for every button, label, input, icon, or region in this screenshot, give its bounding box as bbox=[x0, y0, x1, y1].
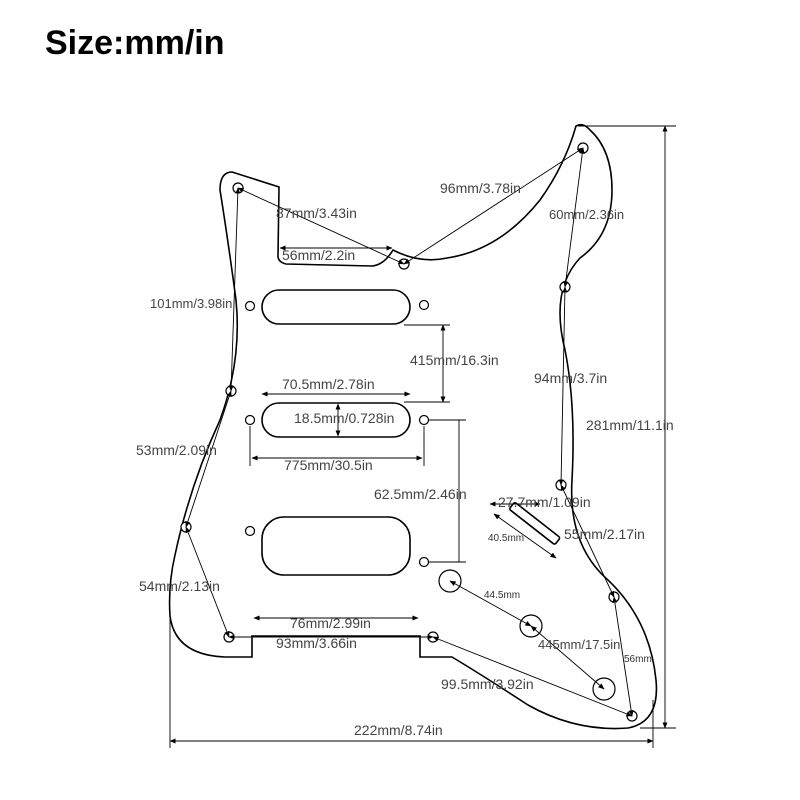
page-title: Size:mm/in bbox=[45, 24, 225, 62]
pickup-slot-bridge bbox=[261, 516, 411, 576]
pickup-screw-hole bbox=[418, 414, 430, 426]
dim-label-left-upper-side: 101mm/3.98in bbox=[150, 296, 232, 311]
pickup-screw-hole bbox=[418, 556, 430, 568]
dim-label-upper-horn-diag: 87mm/3.43in bbox=[276, 205, 357, 221]
dim-label-switch-to-edge: 55mm/2.17in bbox=[564, 526, 645, 542]
pickup-slot-middle bbox=[261, 402, 411, 438]
dim-label-pickup-length: 70.5mm/2.78in bbox=[282, 376, 375, 392]
dim-label-bottom-hole-span: 93mm/3.66in bbox=[276, 635, 357, 651]
dim-label-knob-spacing-b: 445mm/17.5in bbox=[538, 637, 620, 652]
dim-label-bottom-cutout-width: 76mm/2.99in bbox=[290, 615, 371, 631]
pickup-screw-hole bbox=[244, 525, 256, 537]
dim-label-right-mid-side: 94mm/3.7in bbox=[534, 370, 607, 386]
dimension-lines bbox=[169, 125, 676, 748]
dim-label-top-right-diag: 96mm/3.78in bbox=[440, 180, 521, 196]
dim-label-right-horn-side: 60mm/2.36in bbox=[549, 207, 624, 222]
dim-label-left-lower-side: 54mm/2.13in bbox=[139, 578, 220, 594]
dim-label-overall-height: 281mm/11.1in bbox=[586, 417, 674, 433]
dim-label-bottom-right-side: 56mm bbox=[624, 654, 652, 665]
pickup-screw-hole bbox=[244, 300, 256, 312]
dim-label-switch-slot-length: 27.7mm/1.09in bbox=[498, 494, 591, 510]
dim-label-knob-spacing-a: 44.5mm bbox=[484, 590, 520, 601]
pickup-screw-hole bbox=[418, 299, 430, 311]
dim-label-pickup-hole-span: 775mm/30.5in bbox=[284, 457, 373, 473]
pickup-screw-hole bbox=[244, 414, 256, 426]
dim-label-pickup-spacing: 62.5mm/2.46in bbox=[374, 486, 467, 502]
dim-label-pickup-width: 18.5mm/0.728in bbox=[294, 410, 394, 426]
dim-label-switch-slot-offset: 40.5mm bbox=[488, 533, 524, 544]
dim-label-center-vertical: 415mm/16.3in bbox=[410, 352, 499, 368]
pickup-slot-neck bbox=[261, 289, 411, 325]
dim-label-overall-width: 222mm/8.74in bbox=[354, 722, 443, 738]
dim-label-left-mid-side: 53mm/2.09in bbox=[136, 442, 217, 458]
dim-label-bottom-right-diag: 99.5mm/3.92in bbox=[441, 676, 534, 692]
dim-label-upper-cutout-width: 56mm/2.2in bbox=[282, 247, 355, 263]
